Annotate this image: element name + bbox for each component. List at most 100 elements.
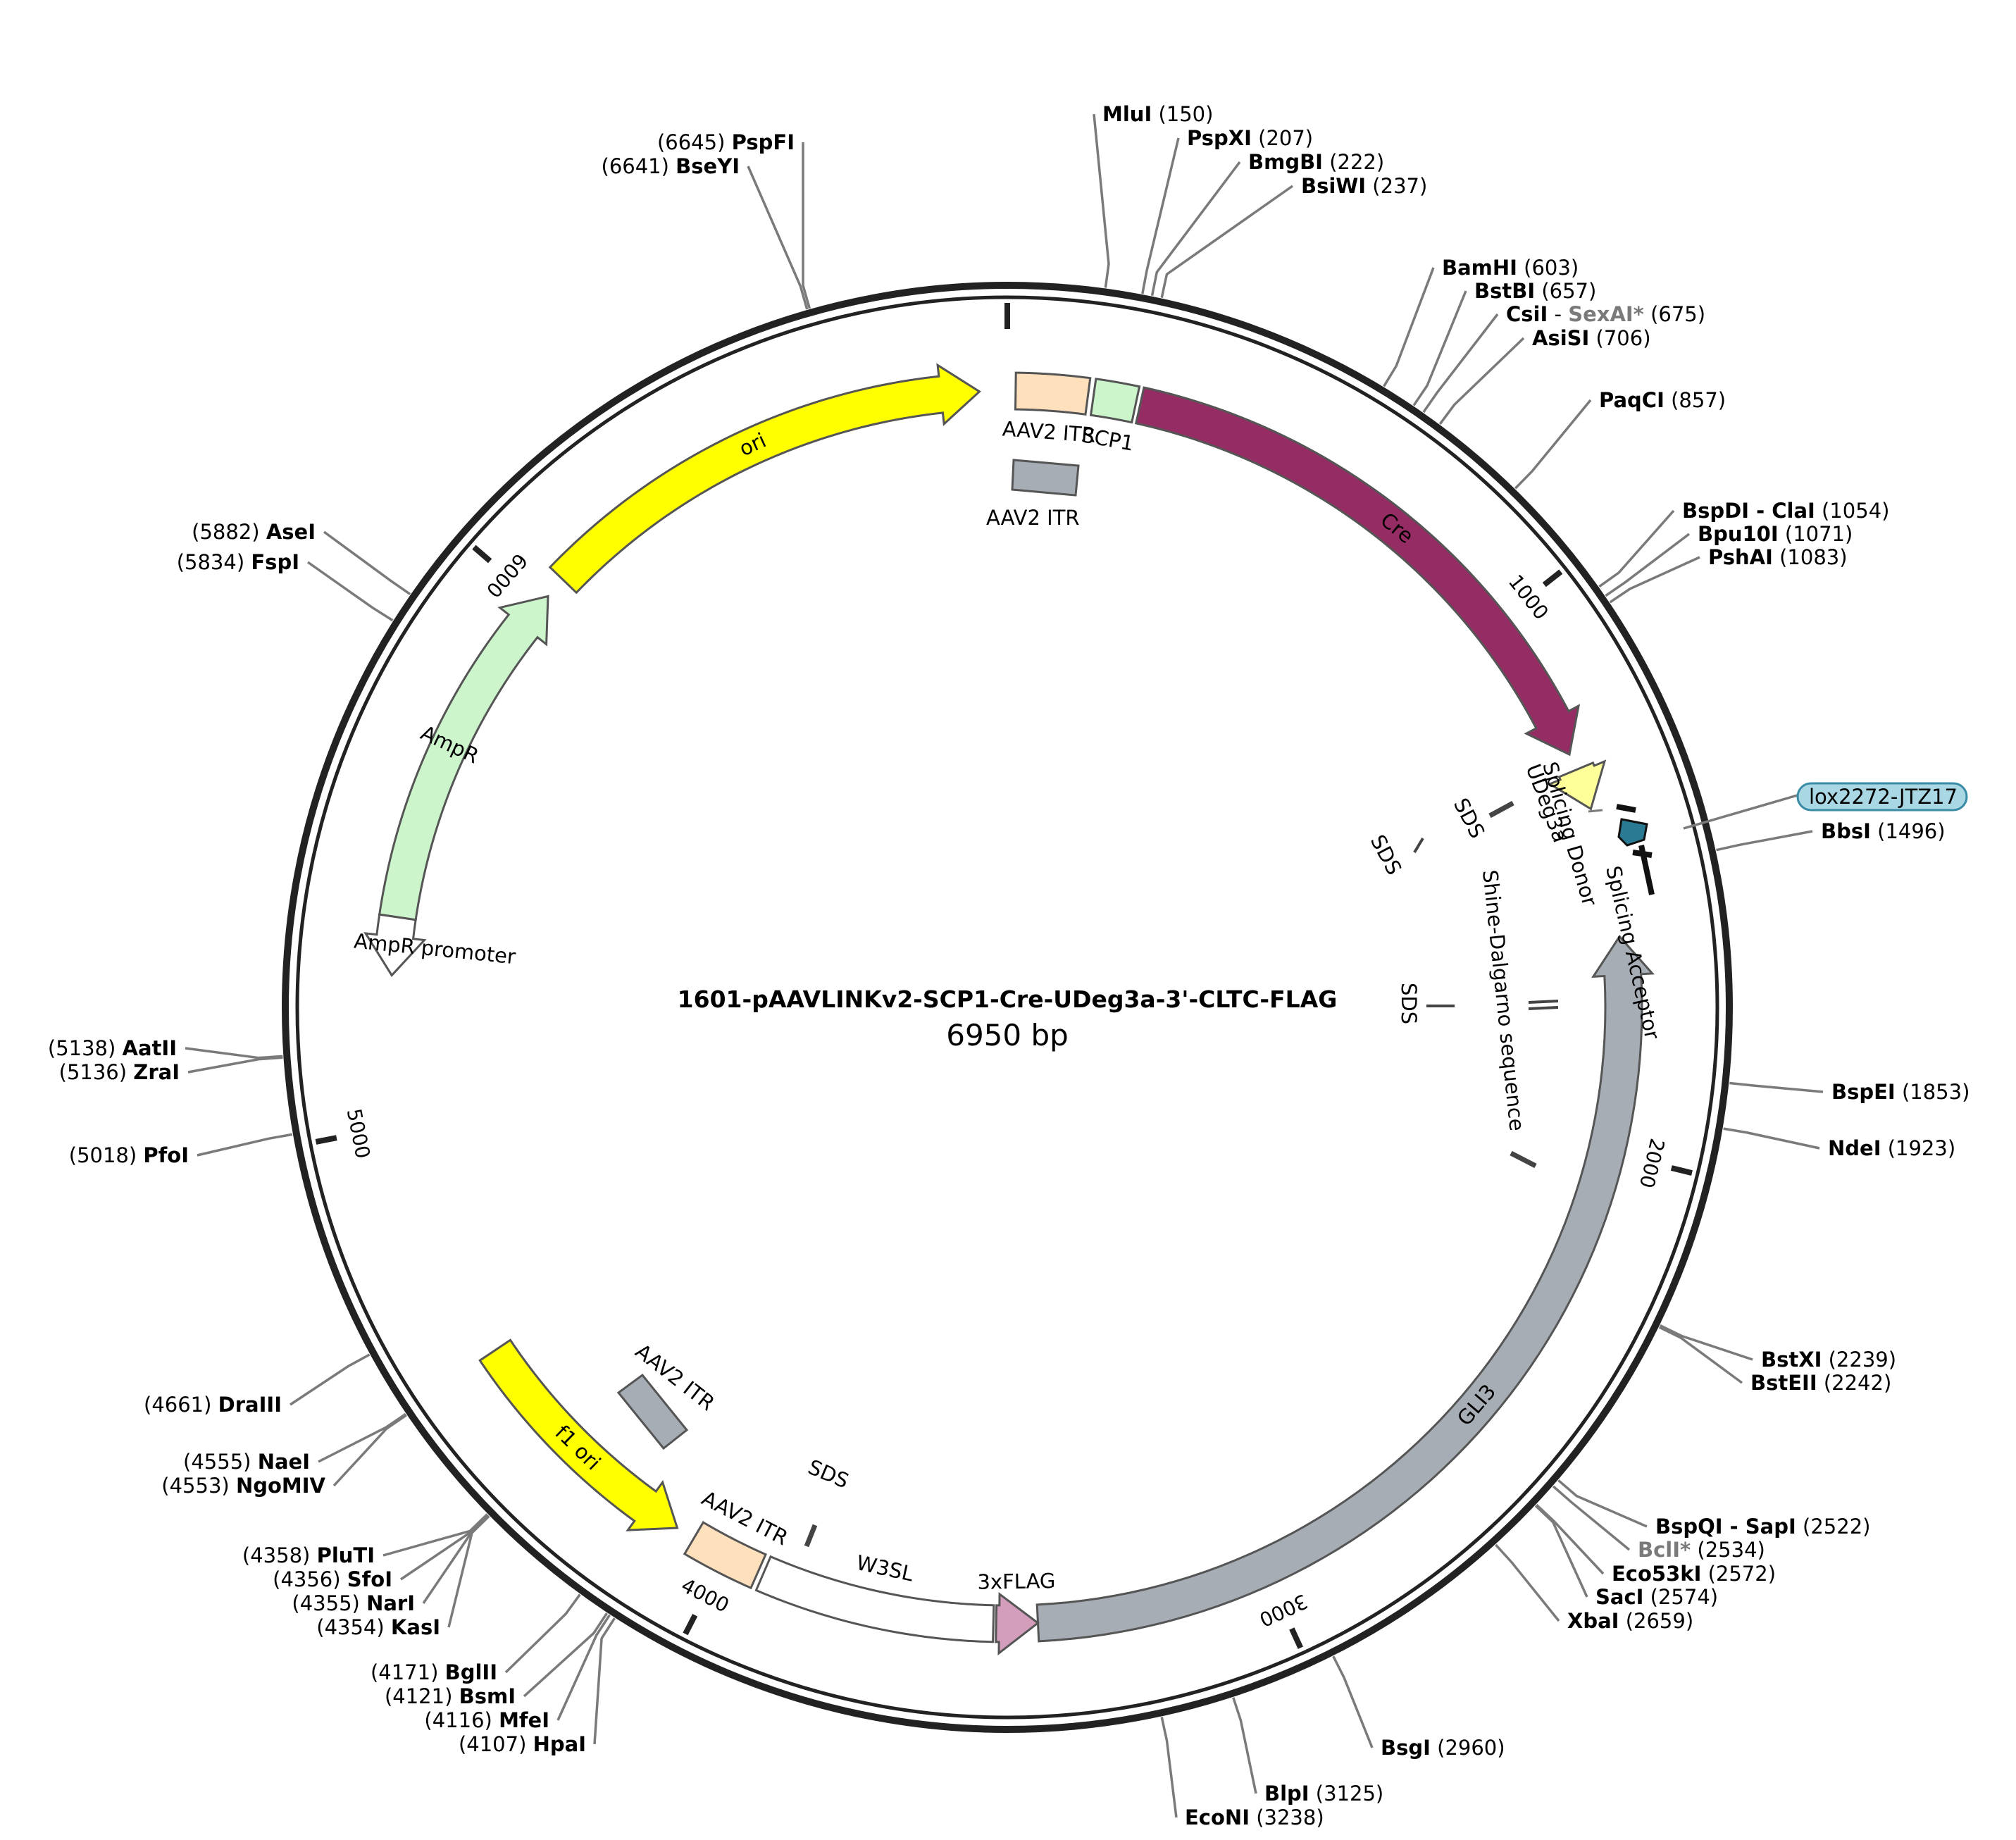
site-leader-bpu10i xyxy=(1605,533,1691,597)
site-blpi[interactable]: BlpI (3125) xyxy=(1264,1782,1383,1805)
tick-label-1000: 1000 xyxy=(1504,571,1553,624)
tick-mark-4000 xyxy=(683,1613,698,1636)
tick-mark-6000 xyxy=(472,545,492,564)
site-bsgi[interactable]: BsgI (2960) xyxy=(1381,1736,1505,1760)
site-pshai[interactable]: PshAI (1083) xyxy=(1708,545,1848,569)
site-bsiwi[interactable]: BsiWI (237) xyxy=(1301,174,1427,198)
feature-label-3xflag-6: 3xFLAG xyxy=(977,1569,1055,1594)
lox-label[interactable]: lox2272-JTZ17 xyxy=(1809,785,1958,809)
inner-itr-label-top: AAV2 ITR xyxy=(986,506,1080,530)
sds-label-2: SDS xyxy=(1366,831,1407,878)
tick-label-3000: 3000 xyxy=(1256,1589,1312,1631)
site-econi[interactable]: EcoNI (3238) xyxy=(1185,1805,1324,1829)
site-bsteii[interactable]: BstEII (2242) xyxy=(1750,1371,1891,1395)
site-asei[interactable]: (5882) AseI xyxy=(192,520,316,544)
ud-leader xyxy=(1588,809,1603,813)
sd-sequence-tick-2 xyxy=(1528,1006,1559,1010)
feature-scp1-2[interactable] xyxy=(1089,378,1141,424)
lox-badge[interactable] xyxy=(1796,782,1968,812)
plasmid-length: 6950 bp xyxy=(946,1018,1069,1052)
site-leader-mfei xyxy=(556,1614,611,1721)
site-bstbi[interactable]: BstBI (657) xyxy=(1474,279,1596,303)
site-leader-pfoi xyxy=(197,1133,293,1157)
sds-tick-2 xyxy=(1413,837,1424,854)
tick-mark-1000 xyxy=(1542,569,1563,588)
site-leader-blpi xyxy=(1232,1697,1257,1794)
site-mlui[interactable]: MluI (150) xyxy=(1102,102,1213,126)
site-bseyi[interactable]: (6641) BseYI xyxy=(602,154,740,178)
feature-label-scp1-2: SCP1 xyxy=(1080,423,1135,455)
feature-label-ampr-promoter-10: AmpR promoter xyxy=(353,929,517,969)
site-leader-bsgi xyxy=(1332,1655,1374,1748)
backbone-outer-ring xyxy=(282,282,1733,1733)
feature-aav2-itr-8[interactable] xyxy=(683,1521,767,1590)
feature-udeg3a-4[interactable] xyxy=(1547,759,1607,811)
site-pfoi[interactable]: (5018) PfoI xyxy=(69,1143,189,1167)
feature-3xflag-6[interactable] xyxy=(995,1591,1040,1656)
site-leader-bsmi xyxy=(523,1612,608,1698)
site-pluti[interactable]: (4358) PluTI xyxy=(242,1543,375,1567)
site-leader-naei xyxy=(318,1412,406,1463)
feature-w3sl-7[interactable] xyxy=(754,1555,995,1643)
site-leader-bspei xyxy=(1729,1081,1824,1093)
site-zrai[interactable]: (5136) ZraI xyxy=(59,1060,180,1084)
shine-dalgarno-label: Shine-Dalgarno sequence xyxy=(1478,869,1529,1132)
site-bglii[interactable]: (4171) BglII xyxy=(371,1660,497,1684)
site-bsmi[interactable]: (4121) BsmI xyxy=(385,1684,516,1708)
site-leader-xbai xyxy=(1495,1543,1560,1622)
site-nari[interactable]: (4355) NarI xyxy=(292,1591,415,1615)
site-bspei[interactable]: BspEI (1853) xyxy=(1831,1080,1970,1104)
lox-leader xyxy=(1683,793,1800,830)
site-asisi[interactable]: AsiSI (706) xyxy=(1532,326,1651,350)
site-kasi[interactable]: (4354) KasI xyxy=(316,1615,440,1639)
site-fspi[interactable]: (5834) FspI xyxy=(177,550,299,574)
site-leader-paqci xyxy=(1514,399,1592,490)
sds-markers: SDS SDS SDS SDS Shine-Dalgarno sequence … xyxy=(804,759,1665,1548)
feature-aav2-itr-1[interactable] xyxy=(1014,371,1092,416)
sd-sequence-tick-3 xyxy=(1510,1150,1537,1169)
feature-ampr-11[interactable] xyxy=(378,595,549,921)
site-saci[interactable]: SacI (2574) xyxy=(1595,1585,1718,1609)
sds-tick-4 xyxy=(804,1524,818,1548)
site-naei[interactable]: (4555) NaeI xyxy=(183,1450,310,1474)
site-leader-asei xyxy=(323,530,411,595)
sds-label-1: SDS xyxy=(1449,794,1490,842)
site-draiii[interactable]: (4661) DraIII xyxy=(144,1393,282,1417)
site-leader-sfoi xyxy=(400,1514,490,1581)
site-bbsi[interactable]: BbsI (1496) xyxy=(1821,819,1946,843)
splice-acceptor-bar xyxy=(1632,845,1655,895)
feature-label-w3sl-7: W3SL xyxy=(854,1550,916,1586)
sds-label-4: SDS xyxy=(804,1455,852,1493)
site-sfoi[interactable]: (4356) SfoI xyxy=(273,1567,392,1591)
site-mfei[interactable]: (4116) MfeI xyxy=(424,1708,549,1732)
site-bspdi-clai[interactable]: BspDI - ClaI (1054) xyxy=(1682,499,1889,523)
site-leader-pspxi xyxy=(1141,137,1180,294)
feature-f1-ori-9[interactable] xyxy=(478,1338,679,1531)
site-bstxi[interactable]: BstXI (2239) xyxy=(1761,1348,1896,1372)
site-leader-csii xyxy=(1422,313,1499,414)
site-xbai[interactable]: XbaI (2659) xyxy=(1567,1609,1693,1633)
site-leader-ndei xyxy=(1723,1127,1820,1150)
site-leader-ngomiv xyxy=(332,1414,407,1487)
site-ndei[interactable]: NdeI (1923) xyxy=(1828,1136,1955,1160)
site-leader-bbsi xyxy=(1716,830,1813,852)
feature-cre-3[interactable] xyxy=(1134,386,1581,757)
site-bmgbi[interactable]: BmgBI (222) xyxy=(1248,150,1384,174)
site-paqci[interactable]: PaqCI (857) xyxy=(1599,388,1726,412)
site-csii[interactable]: CsiI - SexAI* (675) xyxy=(1506,302,1705,326)
site-ngomiv[interactable]: (4553) NgoMIV xyxy=(161,1474,325,1498)
feature-ori-0[interactable] xyxy=(548,363,981,595)
inner-itr-box-top xyxy=(1011,459,1080,497)
site-bamhi[interactable]: BamHI (603) xyxy=(1442,256,1579,280)
site-hpai[interactable]: (4107) HpaI xyxy=(459,1732,586,1756)
site-leader-pspfi xyxy=(802,142,811,309)
site-leader-eco53ki xyxy=(1536,1503,1605,1575)
site-bpu10i[interactable]: Bpu10I (1071) xyxy=(1698,522,1853,546)
site-bspqi-sapi[interactable]: BspQI - SapI (2522) xyxy=(1655,1515,1870,1538)
site-pspfi[interactable]: (6645) PspFI xyxy=(657,130,795,154)
site-aatii[interactable]: (5138) AatII xyxy=(48,1036,177,1060)
site-eco53ki[interactable]: Eco53kI (2572) xyxy=(1612,1562,1776,1586)
site-bcli[interactable]: BclI* (2534) xyxy=(1638,1538,1765,1562)
site-pspxi[interactable]: PspXI (207) xyxy=(1187,126,1313,150)
